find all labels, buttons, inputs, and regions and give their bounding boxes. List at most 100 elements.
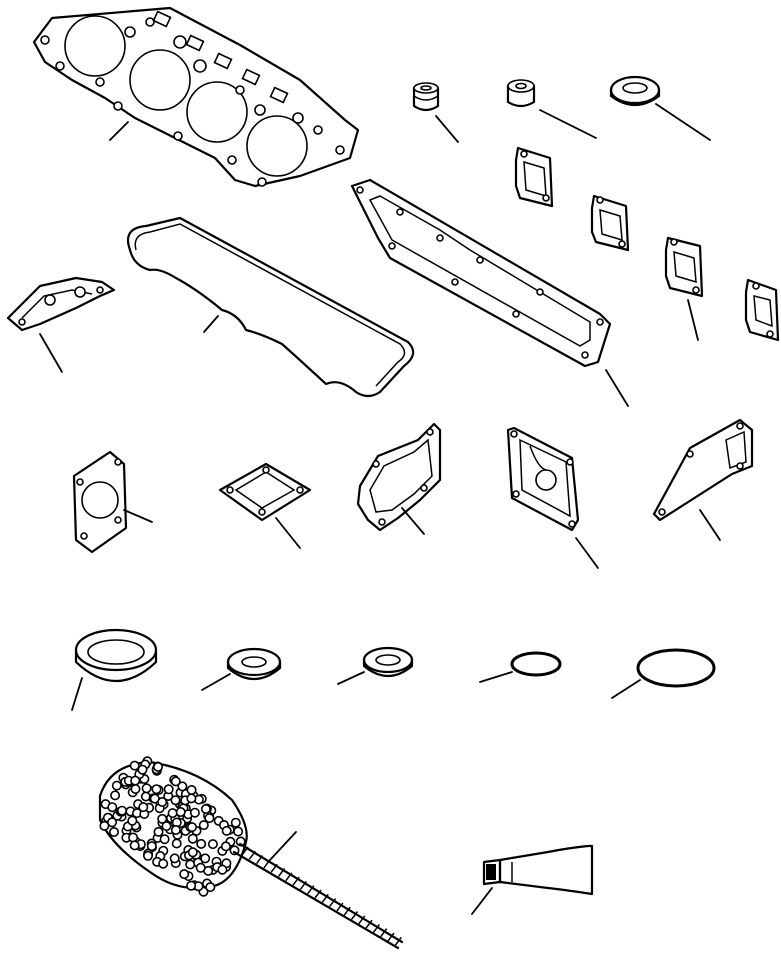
brush-bead bbox=[179, 869, 190, 880]
brush-bead bbox=[153, 826, 164, 837]
shaft-twist-mark bbox=[307, 885, 315, 895]
brush-bead bbox=[171, 838, 182, 849]
brush-bead bbox=[151, 784, 162, 795]
brush-bead bbox=[205, 882, 216, 893]
shaft-twist-mark bbox=[270, 863, 278, 873]
brush-bead bbox=[107, 802, 118, 813]
valve-stem-seal bbox=[412, 82, 459, 143]
brush-bead bbox=[159, 834, 170, 845]
brush-bead bbox=[175, 806, 186, 817]
brush-bead bbox=[157, 813, 168, 824]
small-flange-gasket-4 bbox=[744, 278, 780, 342]
small-o-ring bbox=[479, 651, 562, 683]
brush-bead bbox=[195, 862, 206, 873]
shaft-twist-mark bbox=[314, 889, 322, 899]
brush-bead bbox=[221, 825, 232, 836]
seal-washer bbox=[609, 75, 711, 141]
brush-bead bbox=[233, 826, 244, 837]
brush-bead bbox=[117, 805, 128, 816]
pump-cover-gasket bbox=[506, 426, 599, 569]
small-flange-gasket-1 bbox=[514, 146, 554, 208]
brush-bead bbox=[143, 850, 154, 861]
brush-bead bbox=[204, 813, 215, 824]
brush-bead bbox=[127, 815, 138, 826]
brush-bead bbox=[130, 783, 141, 794]
shaft-twist-mark bbox=[336, 902, 344, 912]
brush-bead bbox=[187, 847, 198, 858]
brush-bead bbox=[141, 783, 152, 794]
brush-bead bbox=[129, 760, 140, 771]
cylinder-hone-brush bbox=[98, 756, 404, 950]
shaft-twist-mark bbox=[263, 859, 271, 869]
brush-bead bbox=[187, 833, 198, 844]
brush-bead bbox=[138, 802, 149, 813]
sealant-tube bbox=[471, 844, 594, 915]
shaft-twist-mark bbox=[350, 911, 359, 920]
brush-bead bbox=[107, 817, 118, 828]
shaft-twist-mark bbox=[256, 855, 264, 865]
shaft-twist-mark bbox=[394, 936, 402, 946]
medium-flat-seal bbox=[201, 647, 282, 691]
brush-bead bbox=[157, 796, 168, 807]
shaft-twist-mark bbox=[321, 893, 329, 903]
shaft-twist-mark bbox=[248, 850, 256, 860]
brush-bead bbox=[198, 820, 209, 831]
brush-bead bbox=[200, 853, 211, 864]
brush-bead bbox=[217, 864, 228, 875]
shaft-twist-mark bbox=[380, 928, 388, 938]
cylinder-head-gasket bbox=[32, 6, 360, 188]
brush-bead bbox=[158, 858, 169, 869]
shaft-twist-mark bbox=[387, 932, 395, 942]
brush-bead bbox=[129, 840, 140, 851]
brush-bead bbox=[99, 820, 110, 831]
brush-bead bbox=[230, 817, 241, 828]
manifold-gasket bbox=[350, 178, 629, 407]
shaft-twist-mark bbox=[358, 915, 366, 925]
brush-bead bbox=[186, 880, 197, 891]
shaft-twist-mark bbox=[365, 919, 373, 929]
small-flat-seal bbox=[337, 646, 414, 685]
brush-bead bbox=[110, 790, 121, 801]
shaft-twist-mark bbox=[299, 880, 307, 890]
brush-bead bbox=[161, 821, 172, 832]
spacer-bushing bbox=[506, 79, 597, 139]
cover-plate-gasket bbox=[72, 450, 153, 554]
brush-bead bbox=[170, 776, 181, 787]
square-flange-gasket bbox=[218, 462, 312, 549]
brush-bead bbox=[130, 775, 141, 786]
shaft-twist-mark bbox=[329, 898, 337, 908]
brush-bead bbox=[200, 803, 211, 814]
brush-bead bbox=[220, 841, 231, 852]
brush-bead bbox=[170, 824, 181, 835]
small-flange-gasket-3 bbox=[664, 236, 704, 341]
brush-bead bbox=[187, 822, 198, 833]
shaft-twist-mark bbox=[343, 906, 351, 916]
brush-bead bbox=[189, 807, 200, 818]
shaft-twist-mark bbox=[285, 872, 293, 882]
small-flange-gasket-2 bbox=[590, 194, 630, 252]
brush-bead bbox=[186, 784, 197, 795]
large-o-ring bbox=[611, 648, 716, 699]
shaft-twist-mark bbox=[372, 923, 380, 933]
water-outlet-gasket bbox=[356, 422, 442, 535]
brush-bead bbox=[169, 853, 180, 864]
side-cover-gasket bbox=[652, 418, 754, 541]
brush-bead bbox=[111, 780, 122, 791]
valve-cover-gasket bbox=[126, 216, 415, 398]
brush-bead bbox=[153, 761, 164, 772]
brush-bead bbox=[163, 784, 174, 795]
brush-bead bbox=[167, 808, 178, 819]
small-rocker-gasket bbox=[6, 276, 116, 373]
large-flat-seal bbox=[71, 628, 158, 711]
brush-bead bbox=[207, 839, 218, 850]
brush-bead bbox=[137, 764, 148, 775]
shaft-twist-mark bbox=[292, 876, 300, 886]
brush-bead bbox=[146, 841, 157, 852]
brush-bead bbox=[186, 793, 197, 804]
brush-bead bbox=[109, 826, 120, 837]
shaft-twist-mark bbox=[277, 868, 286, 877]
brush-bead bbox=[128, 832, 139, 843]
shaft-twist-mark bbox=[241, 846, 249, 856]
brush-bead bbox=[196, 838, 207, 849]
